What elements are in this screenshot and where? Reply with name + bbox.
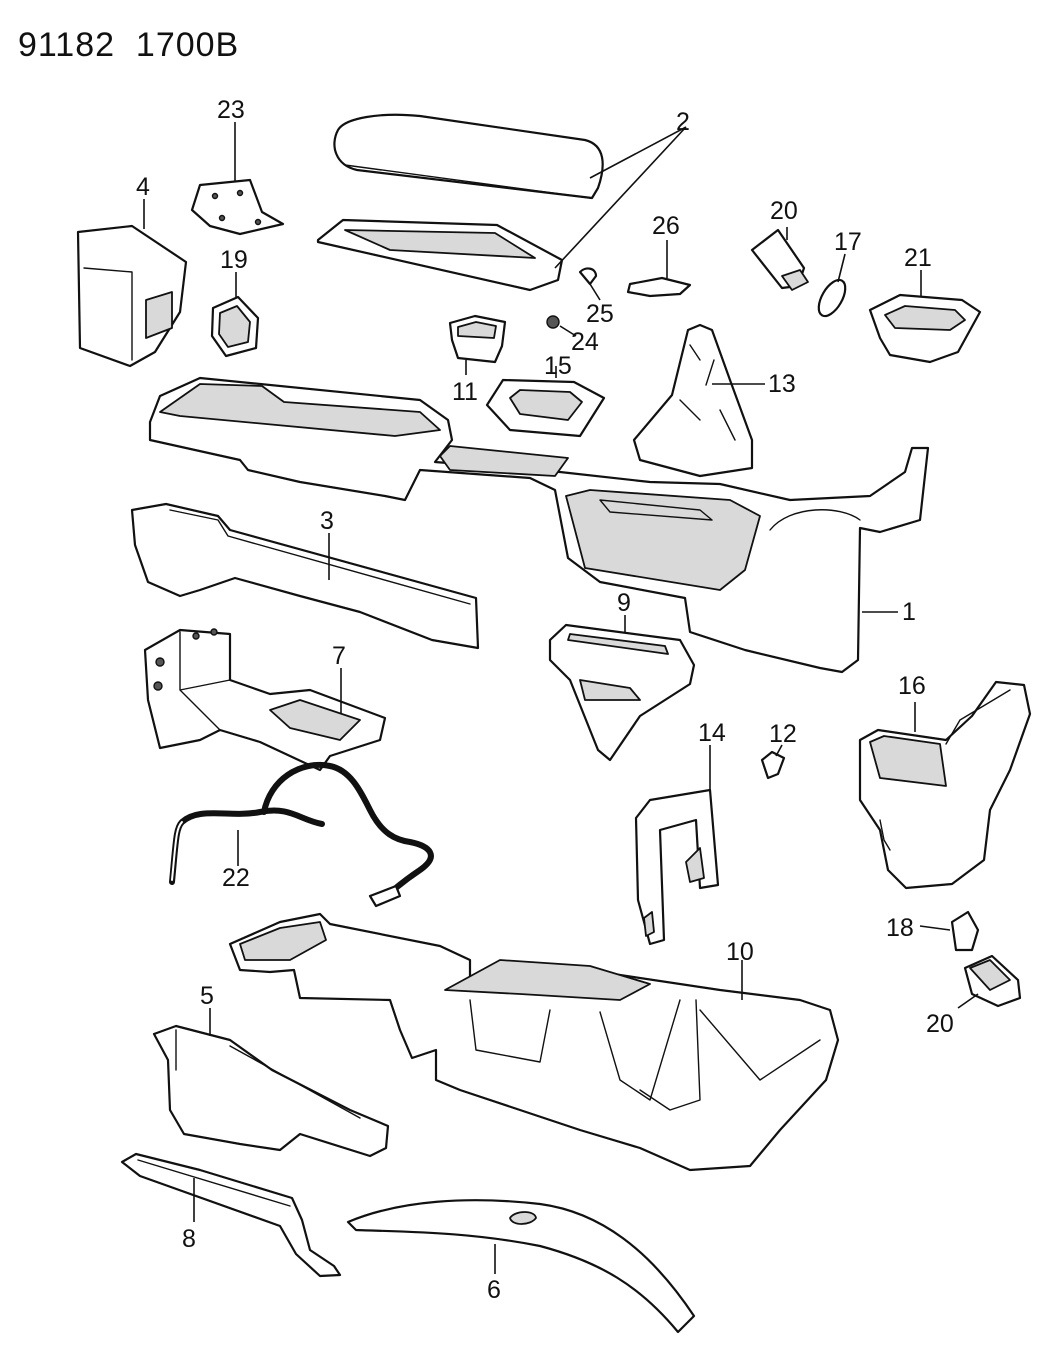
callout-5: 5 — [200, 982, 214, 1010]
callout-25: 25 — [586, 300, 614, 328]
callout-3: 3 — [320, 507, 334, 535]
callout-24: 24 — [571, 328, 599, 356]
callout-13: 13 — [768, 370, 796, 398]
part-7-mounting-bracket[interactable] — [143, 628, 387, 772]
part-19-bezel[interactable] — [210, 295, 260, 358]
callout-8: 8 — [182, 1225, 196, 1253]
callout-4: 4 — [136, 173, 150, 201]
part-3-side-panel[interactable] — [130, 502, 480, 650]
callout-12: 12 — [769, 720, 797, 748]
part-4-rear-end-panel[interactable] — [76, 224, 188, 368]
part-8-trim-strip[interactable] — [120, 1152, 342, 1278]
part-2-armrest-lid[interactable] — [333, 113, 604, 200]
callout-26: 26 — [652, 212, 680, 240]
part-24-nut[interactable] — [546, 315, 560, 329]
callout-17: 17 — [834, 228, 862, 256]
part-26-bracket[interactable] — [626, 276, 692, 298]
callout-20-top: 20 — [770, 197, 798, 225]
part-20-lighter-socket[interactable] — [963, 954, 1022, 1008]
callout-14: 14 — [698, 719, 726, 747]
part-25-clip[interactable] — [578, 267, 598, 286]
callout-23: 23 — [217, 96, 245, 124]
callout-16: 16 — [898, 672, 926, 700]
callout-7: 7 — [332, 642, 346, 670]
callout-6: 6 — [487, 1276, 501, 1304]
part-14-support-bracket[interactable] — [634, 788, 720, 946]
callout-1: 1 — [902, 598, 916, 626]
part-15-shift-bezel[interactable] — [485, 378, 606, 438]
callout-10: 10 — [726, 938, 754, 966]
callout-21: 21 — [904, 244, 932, 272]
part-11-switch[interactable] — [448, 314, 507, 364]
callout-22: 22 — [222, 864, 250, 892]
part-16-storage-bin[interactable] — [858, 680, 1032, 890]
part-1-console-top[interactable] — [148, 376, 930, 674]
callout-15: 15 — [544, 352, 572, 380]
callout-2: 2 — [676, 108, 690, 136]
part-22-wiring-harness[interactable] — [169, 761, 434, 908]
part-18-clip[interactable] — [950, 910, 980, 952]
callout-18: 18 — [886, 914, 914, 942]
callout-9: 9 — [617, 589, 631, 617]
diagram-reference-code: 91182 1700B — [18, 26, 240, 64]
callout-20-bottom: 20 — [926, 1010, 954, 1038]
part-12-clip[interactable] — [760, 750, 786, 780]
part-6-curved-trim[interactable] — [346, 1199, 696, 1334]
part-20-cigar-lighter[interactable] — [750, 228, 809, 291]
callout-19: 19 — [220, 246, 248, 274]
part-10-console-base[interactable] — [228, 912, 840, 1172]
part-9-shift-bracket[interactable] — [548, 623, 696, 762]
part-17-ring[interactable] — [813, 276, 850, 321]
callout-11: 11 — [452, 378, 478, 406]
part-5-side-trim[interactable] — [152, 1024, 390, 1158]
part-23-hinge[interactable] — [190, 178, 285, 236]
part-2-armrest-base[interactable] — [316, 218, 564, 292]
part-13-shift-boot[interactable] — [632, 323, 754, 478]
part-21-ashtray[interactable] — [868, 293, 982, 364]
